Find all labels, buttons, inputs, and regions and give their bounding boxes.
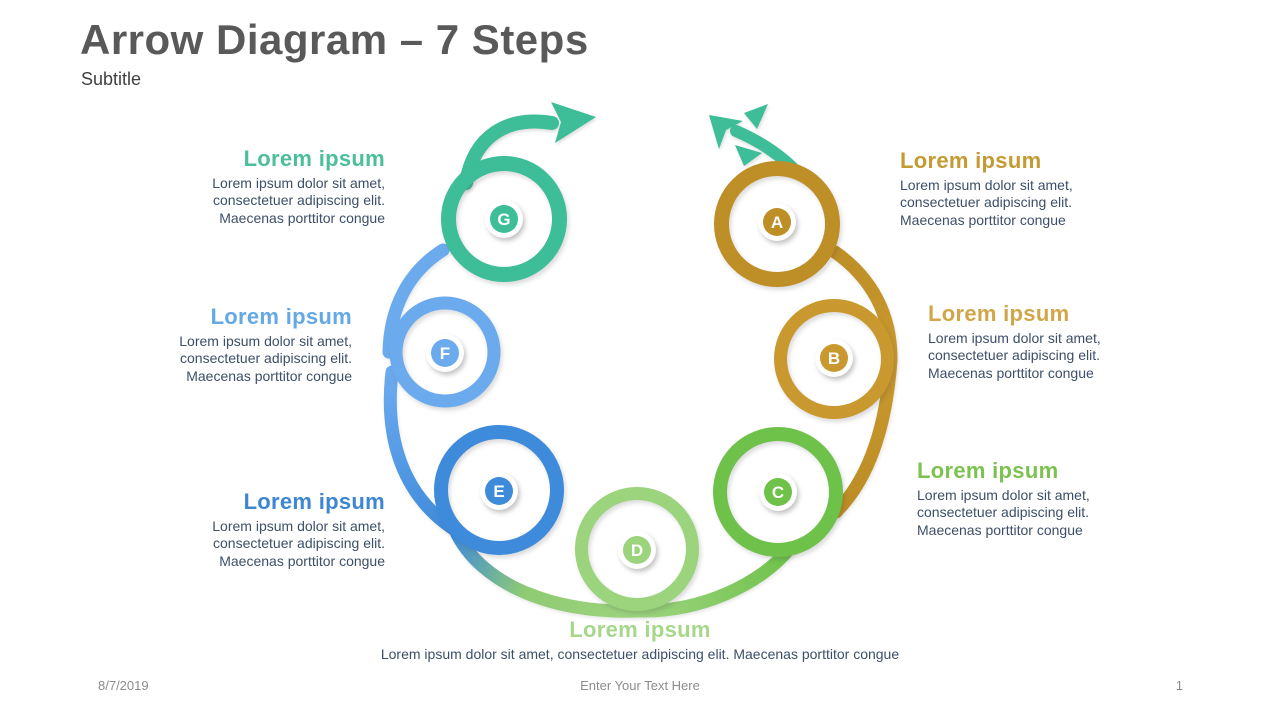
step-a-body: Lorem ipsum dolor sit amet, consectetuer… xyxy=(900,177,1073,228)
step-c-body: Lorem ipsum dolor sit amet, consectetuer… xyxy=(917,487,1090,538)
step-b-text-block: Lorem ipsum Lorem ipsum dolor sit amet, … xyxy=(928,301,1143,382)
step-g-text-block: Lorem ipsum Lorem ipsum dolor sit amet, … xyxy=(170,146,385,227)
step-ring-d xyxy=(575,487,699,611)
footer-date: 8/7/2019 xyxy=(98,678,149,693)
page-subtitle: Subtitle xyxy=(81,69,142,89)
step-f-body: Lorem ipsum dolor sit amet, consectetuer… xyxy=(179,333,352,384)
connector-g-f xyxy=(382,243,450,359)
step-b-heading: Lorem ipsum xyxy=(928,301,1070,326)
cycle-end-arrow-icon xyxy=(551,102,596,143)
step-letter-c: C xyxy=(772,483,784,502)
step-e-text-block: Lorem ipsum Lorem ipsum dolor sit amet, … xyxy=(170,489,385,570)
step-badge-b: B xyxy=(815,339,853,377)
step-ring-c xyxy=(713,427,843,557)
step-a-text-block: Lorem ipsum Lorem ipsum dolor sit amet, … xyxy=(900,148,1115,229)
step-e-heading: Lorem ipsum xyxy=(243,489,385,514)
cycle-start-arrow-icon xyxy=(709,115,743,149)
step-ring-b xyxy=(774,299,894,419)
footer-text-placeholder: Enter Your Text Here xyxy=(580,678,700,693)
step-letter-g: G xyxy=(497,210,510,229)
step-rings xyxy=(389,156,894,611)
step-badge-e: E xyxy=(480,472,518,510)
page-title: Arrow Diagram – 7 Steps xyxy=(80,16,589,63)
step-ring-g xyxy=(441,156,567,282)
step-g-body: Lorem ipsum dolor sit amet, consectetuer… xyxy=(212,175,385,226)
step-letter-a: A xyxy=(771,213,783,232)
step-a-heading: Lorem ipsum xyxy=(900,148,1042,173)
step-badges: A B C D E xyxy=(426,200,853,569)
connector-c-d xyxy=(633,541,797,618)
step-b-body: Lorem ipsum dolor sit amet, consectetuer… xyxy=(928,330,1101,381)
footer-page-number: 1 xyxy=(1175,678,1183,693)
step-d-heading: Lorem ipsum xyxy=(569,617,711,642)
start-arrow-fletch-lower xyxy=(735,145,762,166)
step-badge-d: D xyxy=(618,531,656,569)
step-badge-c: C xyxy=(759,473,797,511)
step-e-body: Lorem ipsum dolor sit amet, consectetuer… xyxy=(212,518,385,569)
step-letter-e: E xyxy=(493,482,504,501)
step-ring-a xyxy=(714,161,840,287)
step-ring-f xyxy=(389,296,501,408)
step-badge-f: F xyxy=(426,334,464,372)
step-letter-b: B xyxy=(828,349,840,368)
step-g-heading: Lorem ipsum xyxy=(243,146,385,171)
start-arrow-fletch-upper xyxy=(744,104,768,129)
step-letter-f: F xyxy=(440,344,450,363)
step-d-body: Lorem ipsum dolor sit amet, consectetuer… xyxy=(380,646,900,662)
step-letter-d: D xyxy=(631,541,643,560)
step-f-heading: Lorem ipsum xyxy=(210,304,352,329)
step-badge-a: A xyxy=(758,203,796,241)
step-d-text-block: Lorem ipsum Lorem ipsum dolor sit amet, … xyxy=(0,617,1280,663)
connector-f-e xyxy=(383,365,459,535)
step-f-text-block: Lorem ipsum Lorem ipsum dolor sit amet, … xyxy=(137,304,352,385)
step-c-heading: Lorem ipsum xyxy=(917,458,1059,483)
connector-e-d xyxy=(448,523,644,618)
step-c-text-block: Lorem ipsum Lorem ipsum dolor sit amet, … xyxy=(917,458,1132,539)
step-badge-g: G xyxy=(485,200,523,238)
step-ring-e xyxy=(434,425,564,555)
